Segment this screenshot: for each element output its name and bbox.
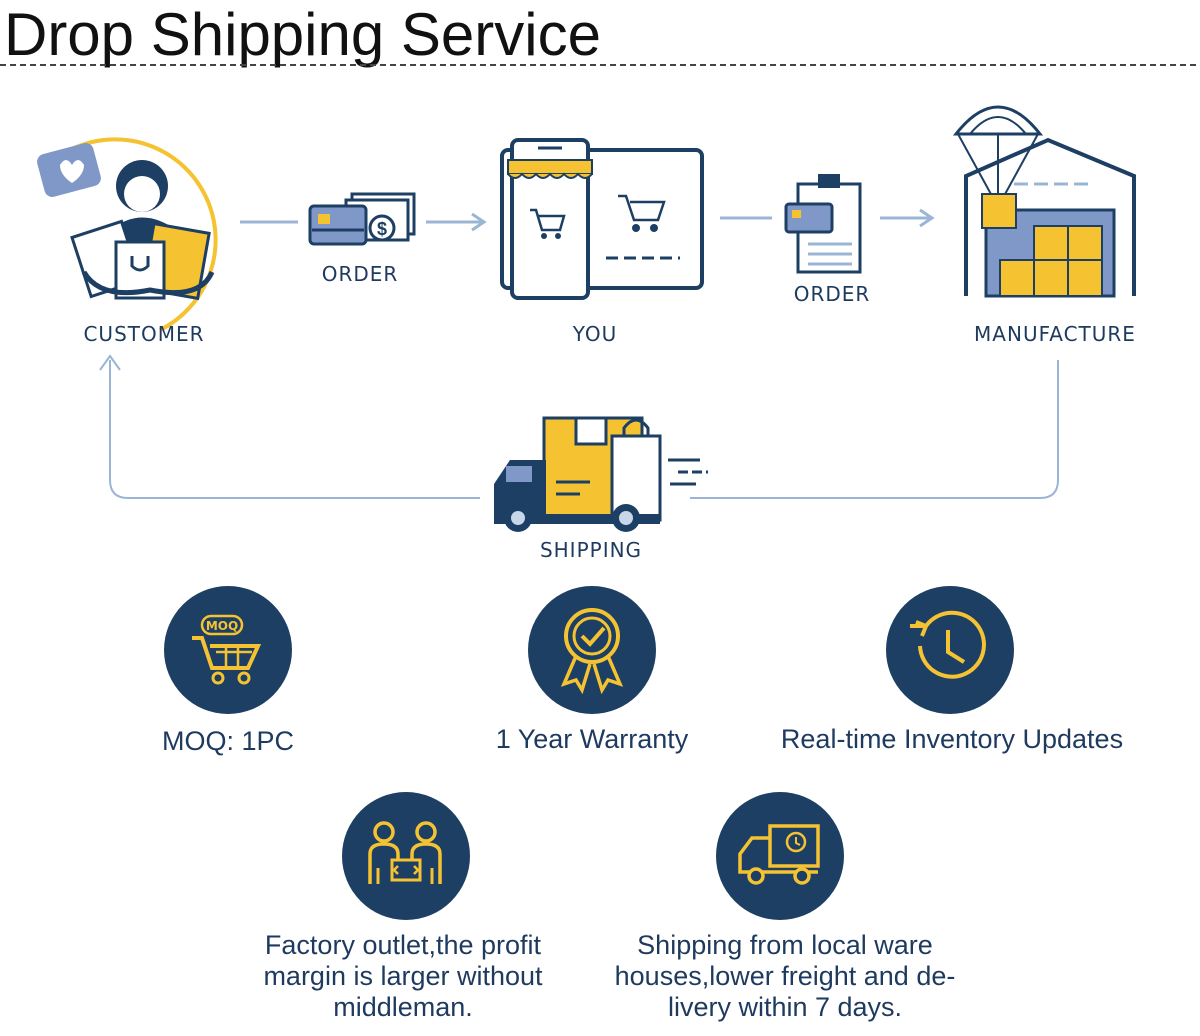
you-label: YOU (572, 322, 618, 346)
feature-factory-text: Factory outlet,the profit margin is larg… (263, 930, 543, 1022)
title-divider (0, 64, 1196, 66)
svg-text:$: $ (377, 219, 387, 239)
clock-refresh-icon (886, 586, 1014, 714)
customer-label: CUSTOMER (83, 322, 205, 346)
moq-cart-icon: MOQ (164, 586, 292, 714)
arrow-order-to-you (426, 212, 487, 232)
feature-local-shipping-text: Shipping from local ware houses,lower fr… (614, 930, 956, 1022)
manufacture-label: MANUFACTURE (974, 322, 1136, 346)
delivery-truck-clock-icon (716, 792, 844, 920)
moq-badge-text: MOQ (206, 619, 238, 633)
feature-moq-text: MOQ: 1PC (161, 726, 295, 756)
order-label-1: ORDER (321, 262, 399, 286)
customer-icon (37, 137, 218, 332)
warehouse-icon (952, 105, 1136, 298)
page-title: Drop Shipping Service (4, 1, 601, 68)
warranty-medal-icon (528, 586, 656, 714)
shipping-label: SHIPPING (539, 538, 643, 562)
online-store-icon (500, 138, 704, 300)
feature-inventory-text: Real-time Inventory Updates (780, 724, 1124, 754)
order-label-2: ORDER (793, 282, 871, 306)
arrow-order-to-manufacture (880, 208, 935, 228)
credit-card-cash-icon: $ (308, 192, 416, 246)
return-path (99, 354, 1059, 499)
clipboard-order-icon (784, 174, 862, 274)
shipping-truck-icon (494, 416, 708, 532)
flow-diagram: $ (37, 105, 1136, 532)
people-exchange-icon (342, 792, 470, 920)
feature-warranty-text: 1 Year Warranty (495, 724, 689, 754)
